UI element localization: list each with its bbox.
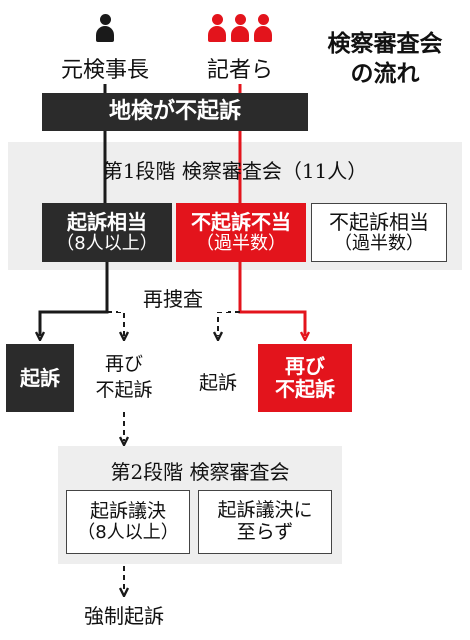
prosecutor-label: 元検事長 — [60, 58, 149, 83]
person-icon — [231, 14, 249, 42]
indict-right-text: 起訴 — [198, 372, 237, 394]
non-indict-right-box: 再び 不起訴 — [258, 344, 352, 412]
verdict-proper-condition: （過半数） — [334, 232, 424, 254]
verdict-prosecute-condition: （8人以上） — [56, 232, 158, 254]
resolution-box: 起訴議決 （8人以上） — [66, 490, 190, 554]
verdict-prosecute-box: 起訴相当 （8人以上） — [42, 203, 172, 262]
indict-left-box: 起訴 — [6, 344, 74, 412]
reporters-label: 記者ら — [206, 58, 273, 83]
connector-black-solid — [40, 262, 109, 336]
no-resolution-line1: 起訴議決に — [217, 499, 313, 522]
non-indict-left-text: 再び 不起訴 — [84, 352, 164, 403]
non-indict-right-line2: 不起訴 — [275, 377, 335, 401]
person-icon — [254, 14, 272, 42]
top-decision-banner: 地検が不起訴 — [42, 93, 308, 131]
non-indict-left-line1: 再び — [104, 353, 143, 375]
no-resolution-line2: 至らず — [236, 521, 294, 543]
person-icon — [96, 14, 114, 42]
resolution-line2: （8人以上） — [77, 521, 179, 543]
non-indict-left-line2: 不起訴 — [95, 378, 153, 401]
verdict-improper-condition: （過半数） — [196, 232, 286, 254]
verdict-proper-box: 不起訴相当 （過半数） — [311, 203, 447, 262]
verdict-improper-label: 不起訴不当 — [191, 209, 291, 234]
title-line2: の流れ — [350, 60, 420, 87]
final-outcome: 強制起訴 — [84, 604, 164, 628]
title-line1: 検察審査会 — [327, 31, 443, 57]
stage2-title: 第2段階 検察審査会 — [110, 460, 290, 484]
non-indict-right-line1: 再び — [285, 354, 325, 378]
reinvestigation-label: 再捜査 — [118, 283, 228, 312]
verdict-improper-box: 不起訴不当 （過半数） — [176, 203, 306, 262]
verdict-proper-label: 不起訴相当 — [329, 209, 429, 234]
resolution-line1: 起訴議決 — [89, 499, 166, 522]
stage1-title: 第1段階 検察審査会（11人） — [102, 159, 368, 183]
connector-red-dashed — [218, 311, 240, 336]
connector-red-solid — [238, 262, 305, 336]
person-icon — [208, 14, 226, 42]
no-resolution-box: 起訴議決に 至らず — [198, 490, 332, 554]
connector-black-dashed — [107, 311, 124, 336]
diagram-title: 検察審査会 の流れ — [305, 30, 465, 90]
verdict-prosecute-label: 起訴相当 — [67, 209, 147, 234]
